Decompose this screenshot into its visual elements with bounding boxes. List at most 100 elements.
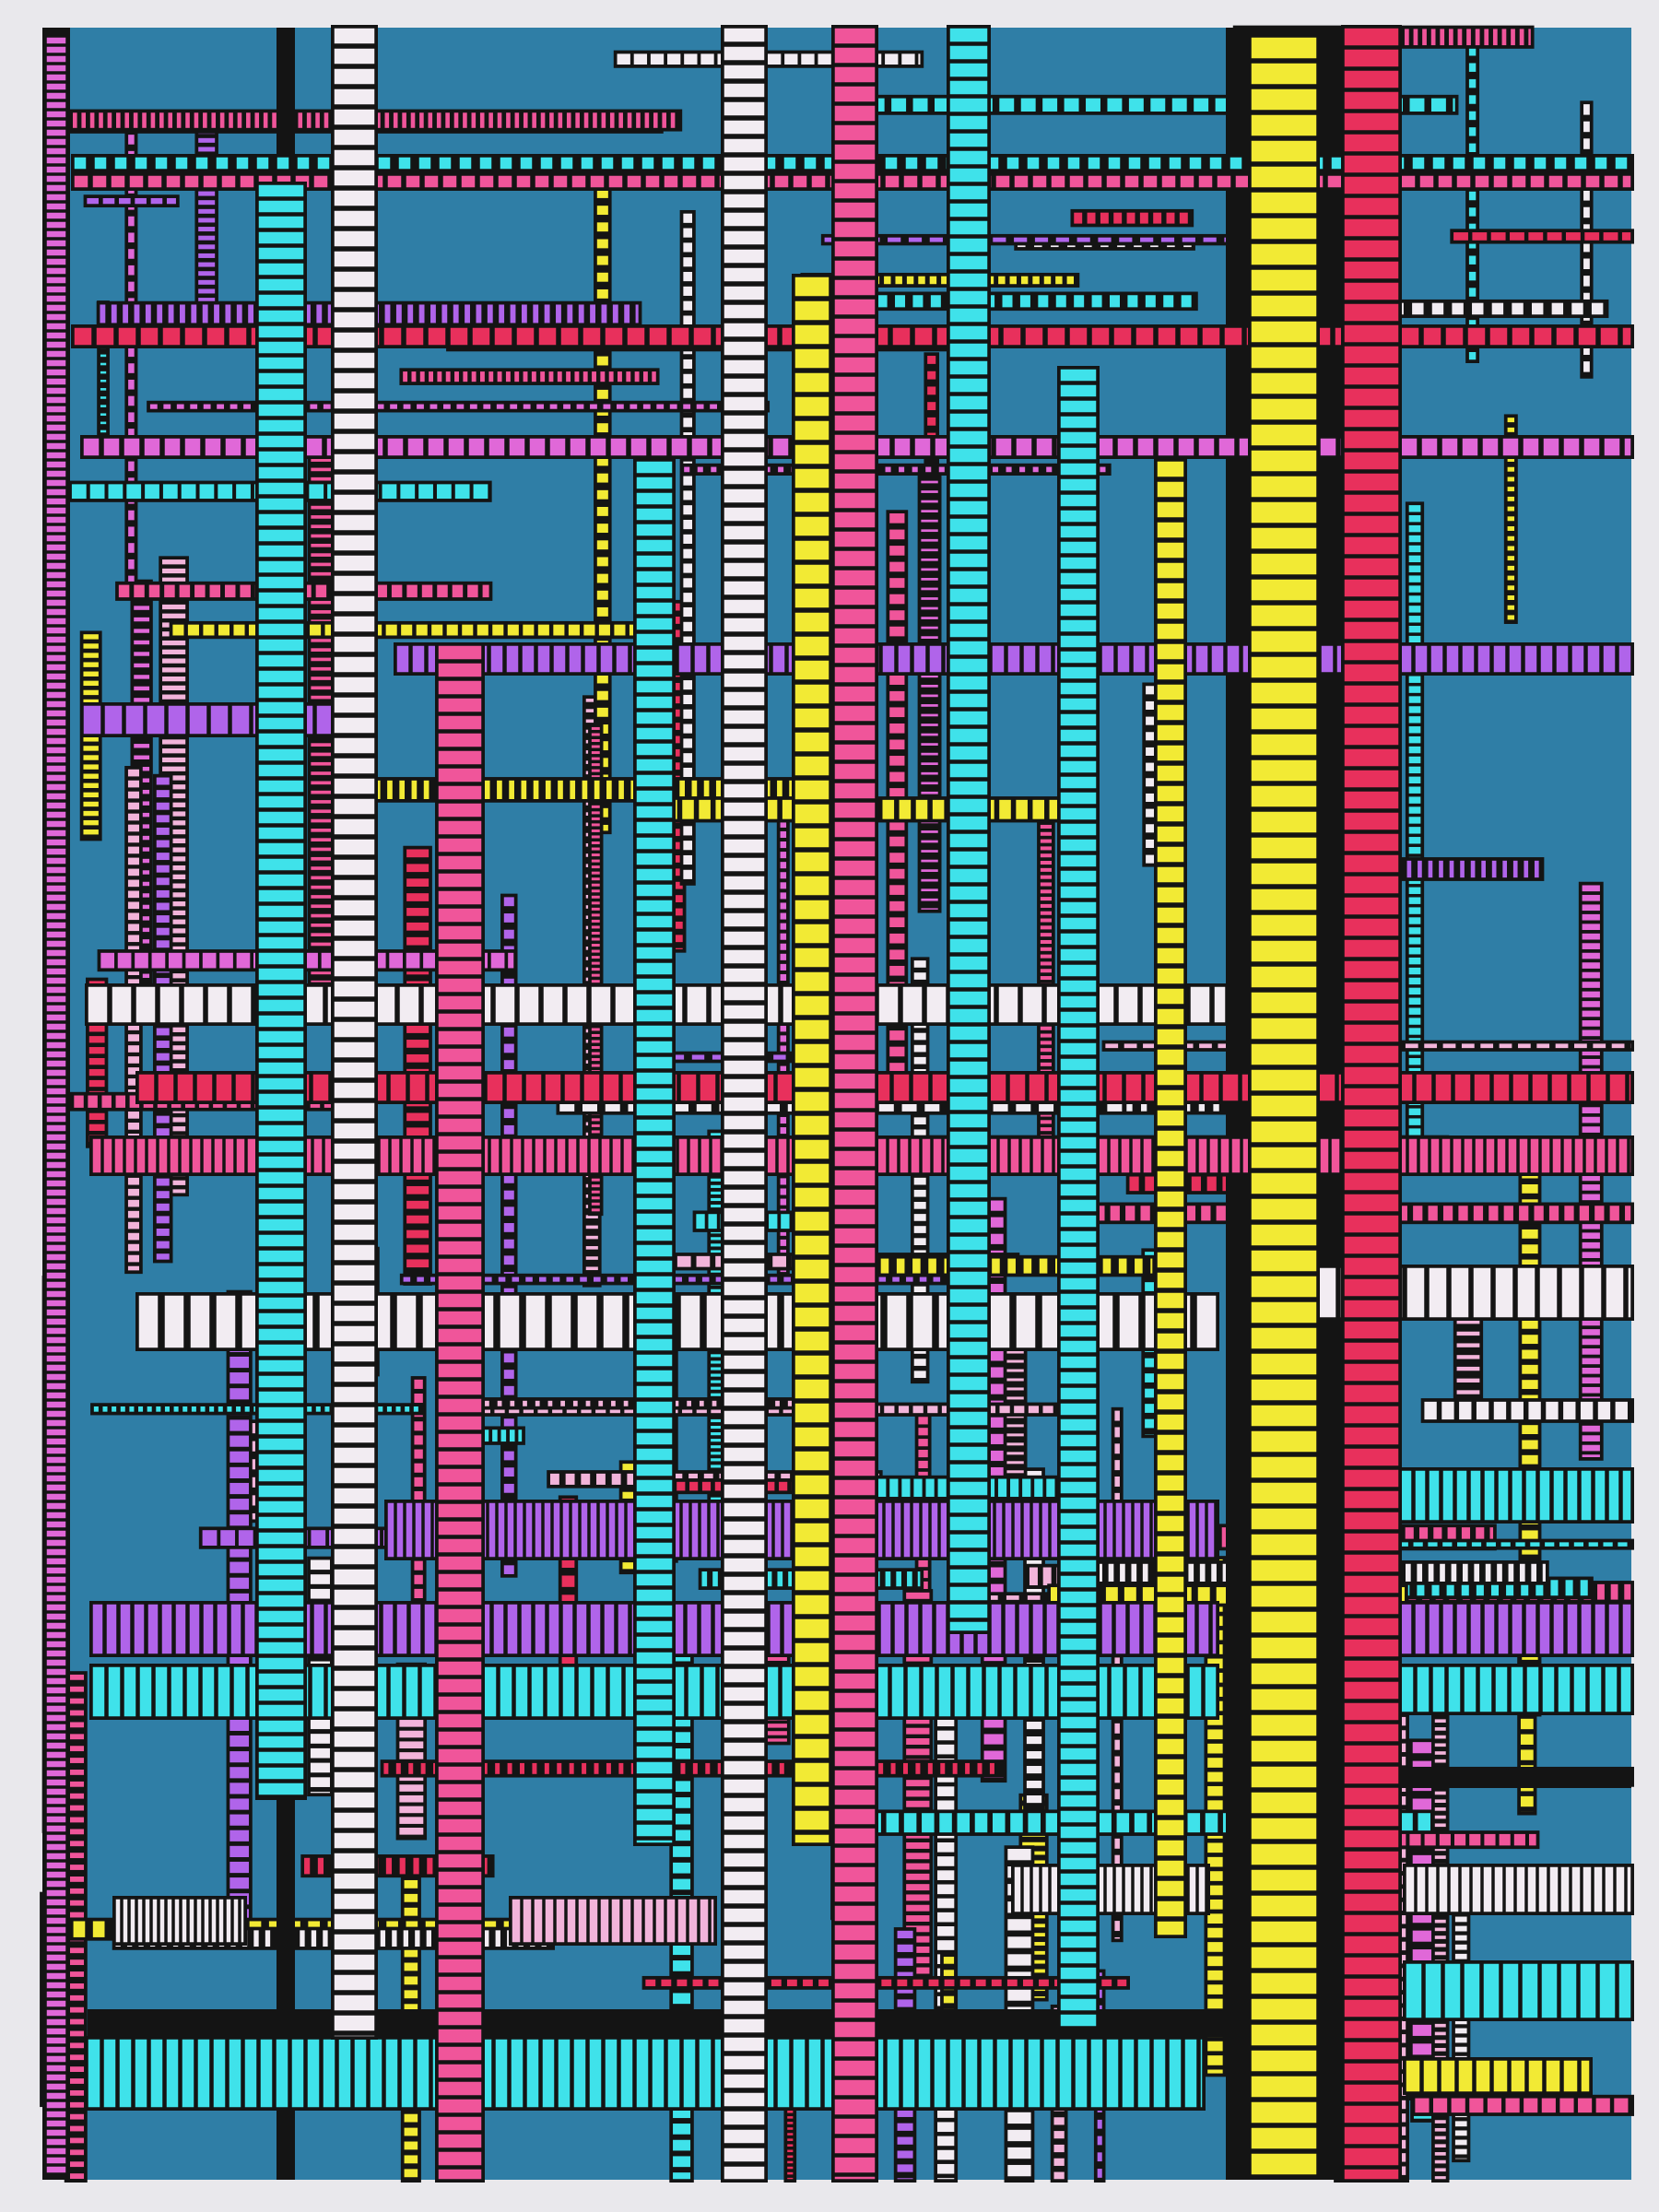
strip-cell bbox=[402, 403, 412, 411]
strip-cell bbox=[1039, 866, 1053, 874]
strip-cell bbox=[924, 465, 933, 474]
strip-cell bbox=[405, 862, 430, 874]
strip-cell bbox=[1117, 236, 1134, 244]
strip-cell bbox=[1450, 2097, 1467, 2114]
strip-cell bbox=[607, 370, 616, 383]
strip-cell bbox=[497, 174, 513, 189]
strip-cell bbox=[695, 403, 706, 411]
strip-cell bbox=[198, 482, 216, 500]
strip-cell bbox=[1407, 634, 1422, 644]
strip-cell bbox=[1107, 1562, 1115, 1583]
strip-cell bbox=[888, 932, 906, 946]
strip-cell bbox=[925, 416, 937, 428]
strip-cell bbox=[1431, 2097, 1449, 2114]
strip-cell bbox=[925, 370, 937, 382]
strip-cell bbox=[229, 403, 239, 411]
strip-cell bbox=[605, 1761, 613, 1776]
strip-cell bbox=[427, 111, 434, 130]
strip-cell bbox=[519, 156, 534, 171]
strip-cell bbox=[709, 465, 718, 474]
strip-cell bbox=[935, 1798, 956, 1812]
strip-cell bbox=[779, 870, 788, 880]
strip-cell bbox=[1115, 1978, 1128, 1988]
strip-cell bbox=[888, 576, 906, 590]
strip-cell bbox=[590, 768, 602, 774]
strip-cell bbox=[116, 951, 133, 970]
strip-cell bbox=[312, 174, 329, 189]
strip-cell bbox=[1548, 1578, 1559, 1597]
strip-cell bbox=[1052, 2143, 1066, 2154]
strip-cell bbox=[681, 751, 694, 764]
strip-cell bbox=[1103, 1041, 1120, 1050]
strip-cell bbox=[409, 370, 418, 383]
strip-cell bbox=[435, 482, 453, 500]
strip-cell bbox=[160, 665, 187, 674]
strip-cell bbox=[1171, 97, 1189, 113]
strip-cell bbox=[1595, 1583, 1606, 1602]
strip-cell bbox=[590, 972, 602, 979]
strip-cell bbox=[1046, 156, 1061, 171]
strip-cell bbox=[1581, 1230, 1602, 1241]
strip-cell bbox=[896, 2176, 915, 2181]
strip-cell bbox=[453, 111, 460, 130]
strip-cell bbox=[161, 403, 172, 411]
strip-cell bbox=[132, 583, 147, 599]
strip-cell bbox=[1407, 915, 1422, 926]
strip-cell bbox=[155, 813, 171, 824]
strip-cell bbox=[590, 1044, 602, 1051]
strip-cell bbox=[155, 1126, 171, 1137]
strip-cell bbox=[792, 174, 808, 189]
strip-cell bbox=[611, 302, 620, 324]
strip-cell bbox=[935, 2176, 956, 2181]
strip-cell bbox=[1198, 1562, 1207, 1583]
strip-cell bbox=[535, 403, 546, 411]
strip-cell bbox=[405, 1184, 430, 1196]
strip-cell bbox=[959, 1978, 972, 1988]
strip-cell bbox=[912, 1404, 925, 1415]
strip-cell bbox=[1063, 97, 1081, 113]
strip-cell bbox=[1143, 1175, 1156, 1193]
strip-cell bbox=[1506, 583, 1516, 592]
strip-cell bbox=[1506, 475, 1516, 483]
strip-cell bbox=[904, 1591, 931, 1601]
strip-cell bbox=[1206, 2068, 1225, 2076]
strip-cell bbox=[1475, 1400, 1490, 1421]
strip-cell bbox=[665, 52, 682, 66]
strip-cell bbox=[685, 1399, 693, 1408]
strip-cell bbox=[196, 261, 217, 269]
strip-shadow bbox=[680, 463, 1112, 476]
strip-cell bbox=[114, 1094, 127, 1110]
strip-cell bbox=[246, 302, 255, 324]
strip-cell bbox=[397, 1826, 425, 1837]
strip-cell bbox=[707, 1978, 720, 1988]
strip-cell bbox=[88, 482, 106, 500]
strip-cell bbox=[904, 1841, 931, 1851]
strip-cell bbox=[1044, 1477, 1056, 1499]
strip-cell bbox=[1437, 859, 1445, 879]
strip-cell bbox=[521, 623, 535, 637]
strip-cell bbox=[1581, 1009, 1602, 1018]
strip-cell bbox=[696, 465, 705, 474]
strip-cell bbox=[502, 1238, 516, 1250]
strip-cell bbox=[1582, 206, 1592, 219]
strip-cell bbox=[1025, 1764, 1043, 1775]
strip-cell bbox=[144, 302, 153, 324]
strip-cell bbox=[1112, 1771, 1122, 1784]
strip-cell bbox=[1407, 1016, 1422, 1027]
strip-cell bbox=[779, 1115, 788, 1125]
strip-cell bbox=[1019, 97, 1038, 113]
strip-cell bbox=[578, 1276, 589, 1284]
strip-cell bbox=[155, 1227, 171, 1238]
strip-cell bbox=[149, 196, 164, 206]
strip-cell bbox=[1148, 1257, 1154, 1276]
strip-cell bbox=[1561, 1400, 1577, 1421]
strip-cell bbox=[228, 1560, 251, 1575]
strip-cell bbox=[1433, 1918, 1448, 1924]
strip-cell bbox=[584, 1224, 600, 1230]
strip-cell bbox=[1455, 1353, 1481, 1361]
strip-cell bbox=[1039, 910, 1053, 917]
strip-cell bbox=[508, 1399, 516, 1408]
strip-cell bbox=[1180, 293, 1194, 309]
strip-cell bbox=[228, 1718, 251, 1733]
strip-cell bbox=[506, 1761, 514, 1776]
